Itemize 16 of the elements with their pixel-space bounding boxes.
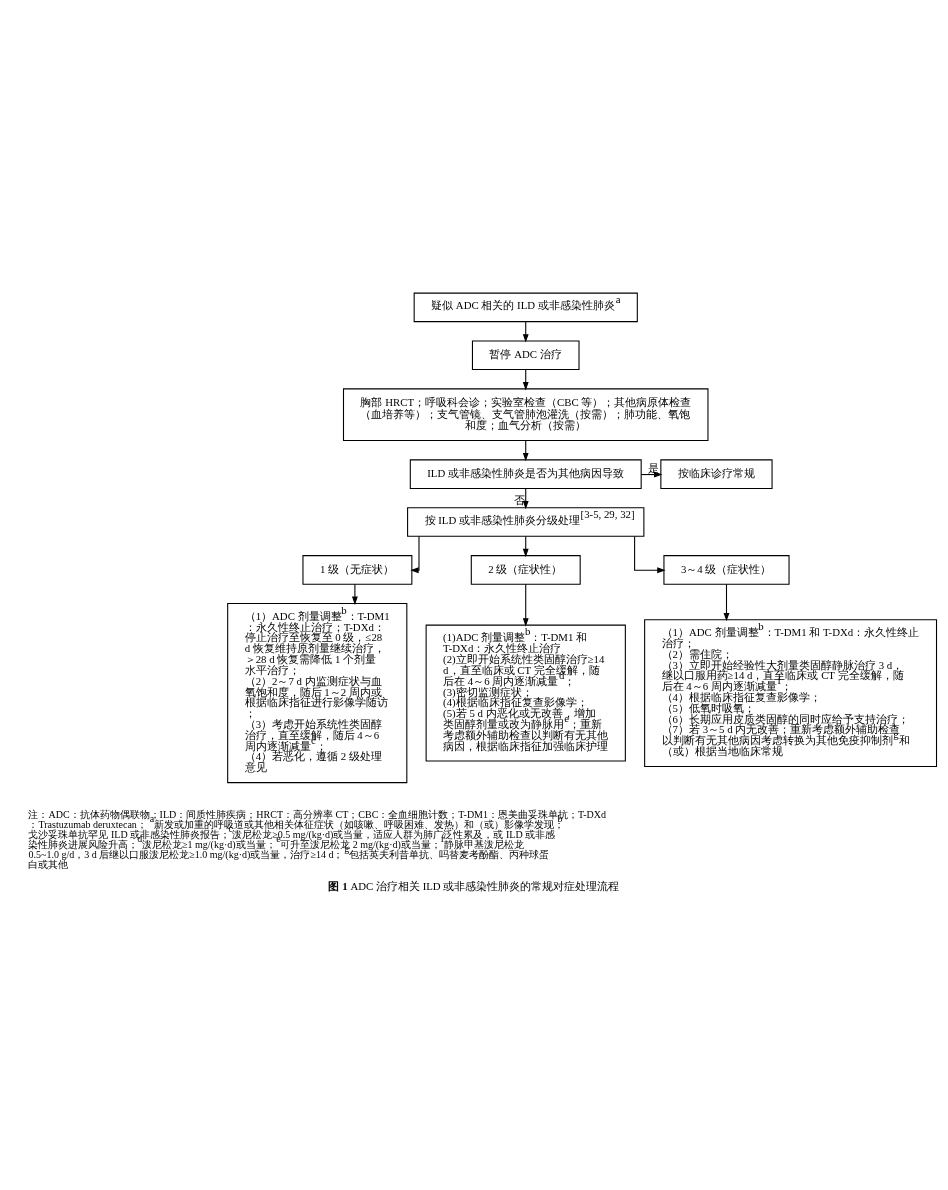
node-box: 胸部 HRCT；呼吸科会诊；实验室检查（CBC 等）；其他病原体检查（血培养等）；支气管镜、支气管肺泡灌洗（按需）；肺功能、氧饱和度；血气分析（按需） xyxy=(342,388,709,442)
arrow xyxy=(410,535,420,574)
node-box: 2 级（症状性） xyxy=(470,555,581,585)
arrow xyxy=(522,583,529,627)
node-box: 1 级（无症状） xyxy=(302,555,413,585)
arrow xyxy=(351,583,358,605)
edge-label: 是 xyxy=(647,461,659,474)
arrow xyxy=(634,535,666,574)
arrow xyxy=(522,535,529,558)
node-box: 3～4 级（症状性） xyxy=(663,555,790,585)
arrow xyxy=(723,583,730,622)
edge-label: 否 xyxy=(514,493,526,506)
node-box: 暂停 ADC 治疗 xyxy=(471,340,580,371)
node-box: 按临床诊疗常规 xyxy=(660,459,773,489)
caption: 图 1 ADC 治疗相关 ILD 或非感染性肺炎的常规对症处理流程 xyxy=(328,880,620,893)
node-box: ILD 或非感染性肺炎是否为其他病因导致 xyxy=(409,459,642,489)
